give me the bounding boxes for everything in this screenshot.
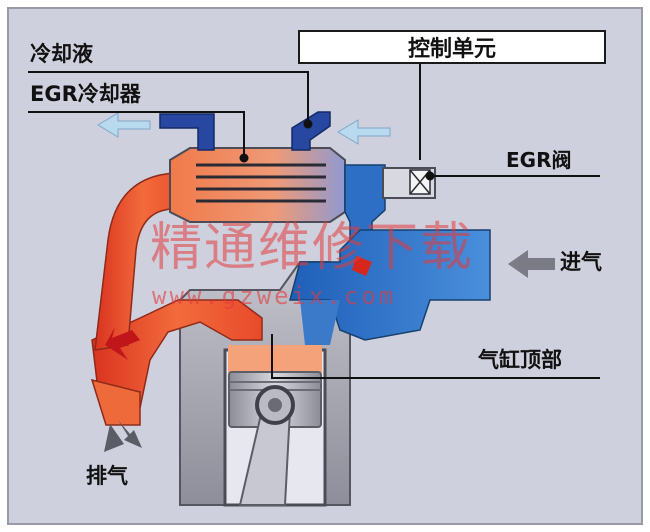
coolant-leader-dot <box>303 119 313 129</box>
intake-label: 进气 <box>560 250 602 274</box>
combustion-chamber <box>228 345 322 373</box>
coolant-out-arrow <box>97 112 151 138</box>
exhaust-label: 排气 <box>86 464 128 488</box>
piston-pin-center <box>268 398 282 412</box>
coolant-leader-line <box>28 71 309 124</box>
egr-cooler-body <box>169 147 346 223</box>
coolant-in-arrow <box>337 119 391 145</box>
egr-mixing-arrow <box>352 256 372 276</box>
coolant-inlet-pipe <box>291 111 331 151</box>
exhaust-arrow <box>118 420 142 448</box>
egr-cooler-leader-line <box>28 111 245 158</box>
egr-valve-leader-dot <box>425 171 435 181</box>
exhaust-flow-arrow <box>105 327 140 360</box>
coolant-outlet-pipe <box>159 113 215 151</box>
cylinder-head-leader-line <box>271 334 600 379</box>
egr-valve-label: EGR阀 <box>506 148 572 172</box>
intake-port <box>300 300 340 345</box>
intake-arrow <box>508 250 555 278</box>
exhaust-outlet <box>90 378 141 426</box>
coolant-label: 冷却液 <box>30 42 93 66</box>
cylinder-head-label: 气缸顶部 <box>478 348 562 372</box>
exhaust-arrow-main <box>104 424 124 452</box>
control-unit-label: 控制单元 <box>298 30 606 64</box>
egr-cooler-leader-dot <box>239 153 249 163</box>
egr-cooler-label: EGR冷却器 <box>30 82 141 106</box>
